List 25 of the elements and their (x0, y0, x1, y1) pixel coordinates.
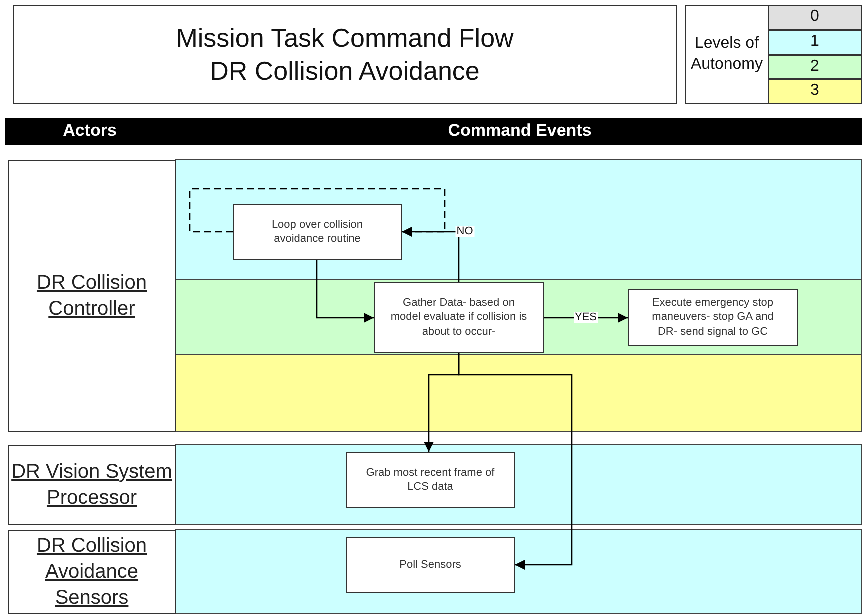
arrow (458, 353, 573, 570)
dashed-loop-line (189, 188, 446, 233)
process-box: Grab most recent frame of LCS data (346, 452, 515, 508)
arrow (316, 260, 374, 323)
process-box: Execute emergency stop maneuvers- stop GA and DR- send signal to GC (628, 289, 798, 346)
actor-name: DR Vision System Processor (10, 460, 174, 511)
title: Mission Task Command Flow DR Collision Avoidance (175, 22, 515, 87)
legend-swatch: 2 (768, 54, 862, 80)
legend-heading: Levels of Autonomy (690, 34, 764, 74)
actor-cell (8, 160, 176, 432)
arrow (402, 227, 460, 282)
column-header: Command Events (448, 121, 592, 141)
legend-swatch: 0 (768, 5, 862, 30)
actor-name: DR Collision Avoidance Sensors (36, 534, 148, 611)
column-header: Actors (63, 121, 117, 141)
edge-label: NO (456, 226, 474, 238)
process-box: Poll Sensors (346, 537, 515, 593)
actor-cell (8, 530, 176, 614)
process-box: Gather Data- based on model evaluate if collision is about to occur- (374, 282, 544, 353)
edge-label: YES (574, 312, 598, 324)
legend-swatch: 3 (768, 79, 862, 104)
actor-cell (8, 445, 176, 525)
process-box: Loop over collision avoidance routine (233, 204, 402, 260)
legend-swatch: 1 (768, 30, 862, 54)
actor-name: DR Collision Controller (36, 271, 148, 322)
